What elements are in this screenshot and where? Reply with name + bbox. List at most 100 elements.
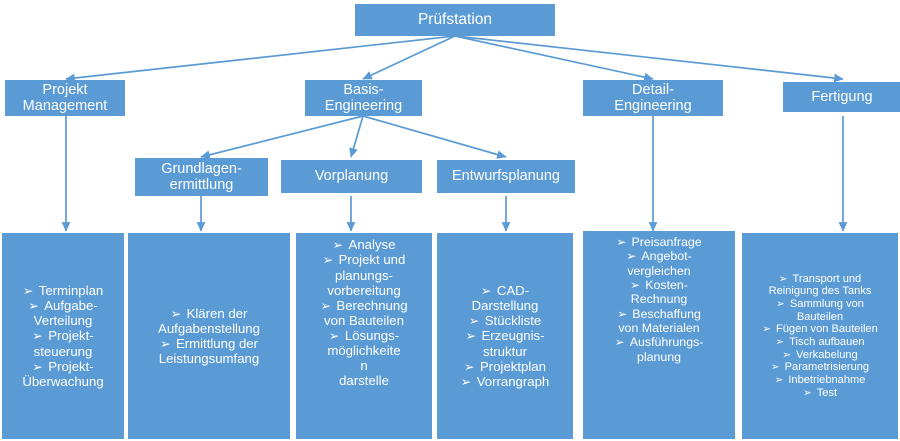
leafbox-grundlagenermittlung-tasks[interactable]: ➢ Klären der Aufgabenstellung➢ Ermittlun…	[128, 233, 290, 439]
node-label: Projekt Management	[22, 81, 108, 114]
leaf-item: ➢ Beschaffung von Materialen	[586, 307, 732, 336]
bullet-arrow-icon: ➢	[614, 336, 628, 350]
bullet-arrow-icon: ➢	[480, 283, 495, 298]
bullet-arrow-icon: ➢	[630, 278, 644, 292]
node-detail-engineering[interactable]: Detail- Engineering	[583, 80, 723, 116]
leaf-item-label: Fügen von Bauteilen	[775, 323, 878, 336]
bullet-arrow-icon: ➢	[776, 298, 788, 311]
leaf-item: ➢ Tisch aufbauen	[745, 336, 895, 349]
leaf-item: ➢ CAD- Darstellung	[440, 283, 570, 313]
bullet-arrow-icon: ➢	[22, 283, 37, 298]
leafbox-detail-engineering-tasks[interactable]: ➢ Preisanfrage➢ Angebot- vergleichen➢ Ko…	[583, 231, 735, 439]
leaf-item-label: Berechnung von Bauteilen	[324, 297, 408, 328]
bullet-arrow-icon: ➢	[778, 272, 791, 285]
bullet-arrow-icon: ➢	[616, 236, 630, 249]
leaf-item-label: Lösungs- möglichkeite n darstelle	[327, 328, 401, 389]
bullet-arrow-icon: ➢	[32, 329, 47, 344]
leaf-item-label: Beschaffung von Materialen	[618, 306, 701, 335]
leaf-item-label: Erzeugnis- struktur	[481, 328, 545, 359]
node-vorplanung[interactable]: Vorplanung	[281, 160, 422, 193]
leaf-item: ➢ Aufgabe- Verteilung	[5, 298, 121, 328]
leaf-item-label: Projektplan	[480, 358, 546, 374]
leaf-item-label: Preisanfrage	[631, 235, 702, 249]
leaf-item-label: Kosten- Rechnung	[630, 277, 688, 307]
leaf-item: ➢ Kosten- Rechnung	[586, 278, 732, 307]
edge-root-to-projekt-management	[65, 35, 456, 83]
bullet-arrow-icon: ➢	[322, 253, 337, 268]
leaf-item: ➢ Vorrangraph	[440, 374, 570, 389]
edge-basis-to-entwurfsplanung	[362, 115, 507, 159]
bullet-arrow-icon: ➢	[775, 336, 788, 348]
leaf-item-label: Inbetriebnahme	[788, 373, 866, 386]
leaf-item-label: Projekt- steuerung	[33, 328, 94, 359]
bullet-arrow-icon: ➢	[762, 323, 774, 336]
bullet-arrow-icon: ➢	[320, 298, 335, 313]
leaf-item: ➢ Lösungs- möglichkeite n darstelle	[299, 328, 429, 388]
leaf-item: ➢ Transport und Reinigung des Tanks	[745, 273, 895, 298]
node-label: Entwurfsplanung	[451, 168, 560, 185]
node-label: Basis- Engineering	[324, 81, 403, 114]
node-label: Detail- Engineering	[614, 81, 692, 114]
leafbox-projekt-management-tasks[interactable]: ➢ Terminplan➢ Aufgabe- Verteilung➢ Proje…	[2, 233, 124, 439]
leaf-item: ➢ Fügen von Bauteilen	[745, 323, 895, 336]
bullet-arrow-icon: ➢	[28, 299, 43, 314]
leaf-item-label: Projekt und planungs- vorbereitung	[327, 252, 406, 298]
bullet-arrow-icon: ➢	[802, 386, 815, 399]
bullet-arrow-icon: ➢	[170, 306, 185, 321]
bullet-arrow-icon: ➢	[774, 373, 787, 386]
leaf-item-label: Ausführungs- planung	[629, 335, 704, 364]
leaf-item: ➢ Projekt- Überwachung	[5, 359, 121, 389]
node-fertigung[interactable]: Fertigung	[783, 82, 900, 112]
node-grundlagenermittlung[interactable]: Grundlagen- ermittlung	[135, 158, 268, 196]
leaf-item: ➢ Analyse	[299, 237, 429, 252]
edge-root-to-basis-engineering	[362, 35, 456, 80]
node-label: Vorplanung	[314, 168, 389, 185]
leaf-item-label: Aufgabe- Verteilung	[33, 298, 98, 329]
leaf-item: ➢ Test	[745, 387, 895, 400]
bullet-arrow-icon: ➢	[32, 359, 47, 374]
leaf-item-label: Parametrisierung	[784, 361, 870, 374]
leaf-item-label: Terminplan	[38, 282, 104, 298]
leaf-item-label: Vorrangraph	[476, 373, 550, 389]
leaf-item: ➢ Terminplan	[5, 283, 121, 298]
leaf-item: ➢ Inbetriebnahme	[745, 374, 895, 387]
edge-basis-to-grundlagen	[200, 115, 364, 160]
node-pruefstation[interactable]: Prüfstation	[355, 4, 555, 36]
edge-root-to-fertigung	[454, 35, 844, 83]
leaf-item: ➢ Projekt- steuerung	[5, 328, 121, 358]
bullet-arrow-icon: ➢	[159, 337, 174, 351]
leaf-item-label: CAD- Darstellung	[471, 282, 539, 313]
leaf-item-label: Projekt- Überwachung	[22, 358, 104, 390]
bullet-arrow-icon: ➢	[770, 361, 783, 374]
leaf-item-label: Stückliste	[484, 313, 542, 329]
leaf-item: ➢ Ermittlung der Leistungsumfang	[131, 336, 287, 366]
node-label: Prüfstation	[417, 11, 493, 29]
node-label: Grundlagen- ermittlung	[161, 160, 242, 193]
bullet-arrow-icon: ➢	[468, 314, 483, 329]
leaf-item: ➢ Erzeugnis- struktur	[440, 328, 570, 358]
leaf-item-label: Transport und Reinigung des Tanks	[768, 272, 872, 298]
node-basis-engineering[interactable]: Basis- Engineering	[305, 80, 422, 116]
leaf-item: ➢ Parametrisierung	[745, 361, 895, 374]
leaf-item-label: Tisch aufbauen	[789, 336, 865, 348]
edge-root-to-detail-engineering	[454, 35, 654, 82]
leaf-item: ➢ Preisanfrage	[586, 235, 732, 249]
bullet-arrow-icon: ➢	[460, 374, 475, 389]
node-label: Fertigung	[811, 88, 873, 105]
leafbox-entwurfsplanung-tasks[interactable]: ➢ CAD- Darstellung➢ Stückliste➢ Erzeugni…	[437, 233, 573, 439]
leaf-item-label: Sammlung von Bauteilen	[789, 298, 864, 323]
leaf-item: ➢ Ausführungs- planung	[586, 335, 732, 364]
bullet-arrow-icon: ➢	[617, 307, 631, 321]
leaf-item-label: Analyse	[348, 237, 396, 252]
leaf-item: ➢ Projekt und planungs- vorbereitung	[299, 252, 429, 297]
bullet-arrow-icon: ➢	[782, 348, 795, 361]
leaf-item-label: Verkabelung	[796, 348, 858, 361]
leaf-item: ➢ Stückliste	[440, 313, 570, 328]
leaf-item-label: Ermittlung der Leistungsumfang	[158, 336, 260, 367]
leafbox-vorplanung-tasks[interactable]: ➢ Analyse➢ Projekt und planungs- vorbere…	[296, 233, 432, 439]
node-projekt-management[interactable]: Projekt Management	[5, 80, 125, 116]
leafbox-fertigung-tasks[interactable]: ➢ Transport und Reinigung des Tanks➢ Sam…	[742, 233, 898, 439]
bullet-arrow-icon: ➢	[328, 329, 343, 344]
node-entwurfsplanung[interactable]: Entwurfsplanung	[437, 160, 575, 193]
